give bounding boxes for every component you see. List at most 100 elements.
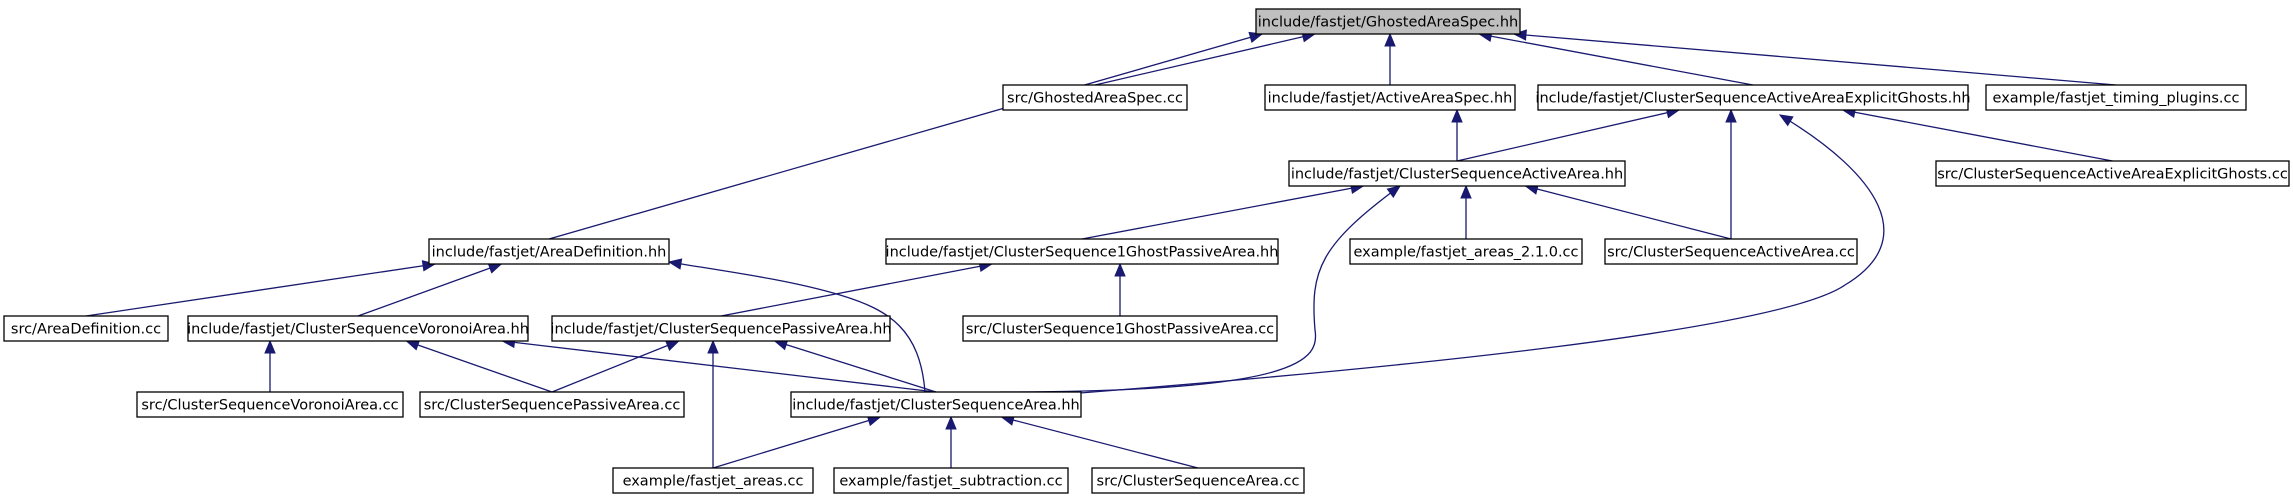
node-label: src/GhostedAreaSpec.cc (1007, 91, 1183, 107)
node-box (1091, 467, 1305, 494)
node-box (1537, 84, 1969, 111)
node-areadefinition-cc[interactable]: src/AreaDefinition.cc (3, 315, 169, 342)
node-label: include/fastjet/GhostedAreaSpec.hh (1258, 15, 1519, 31)
node-label: include/fastjet/ActiveAreaSpec.hh (1268, 91, 1513, 107)
edge-line (1513, 33, 2117, 86)
edges-layer (85, 29, 2117, 469)
node-areas-210-cc[interactable]: example/fastjet_areas_2.1.0.cc (1349, 238, 1583, 265)
node-label: include/fastjet/AreaDefinition.hh (432, 245, 667, 261)
node-csarea-hh[interactable]: include/fastjet/ClusterSequenceArea.hh (790, 391, 1082, 418)
node-ghostedareaspec-cc[interactable]: src/GhostedAreaSpec.cc (1002, 84, 1188, 111)
node-box (1985, 84, 2247, 111)
edge-line (720, 263, 992, 317)
edge-csaaeg-cc-to-csaaeg-hh (1841, 106, 2113, 162)
node-label: include/fastjet/ClusterSequenceActiveAre… (1291, 167, 1623, 183)
edge-arrowhead (405, 339, 421, 351)
edge-csarea-hh-to-csactivearea-hh (999, 185, 1402, 393)
node-cs1gpa-cc[interactable]: src/ClusterSequence1GhostPassiveArea.cc (962, 315, 1278, 342)
node-box (612, 467, 814, 494)
edge-line (1001, 416, 1199, 469)
edge-csarea-hh-to-areadefinition-hh (667, 258, 926, 393)
edge-cspassive-cc-to-csvoronoi-hh (405, 339, 553, 393)
node-box (3, 315, 169, 342)
edge-arrowhead (1386, 185, 1402, 199)
edge-line (1525, 185, 1732, 240)
node-label: include/fastjet/ClusterSequenceVoronoiAr… (187, 322, 529, 338)
node-box (551, 315, 891, 342)
node-csvoronoi-cc[interactable]: src/ClusterSequenceVoronoiArea.cc (136, 391, 404, 418)
edge-line (1094, 33, 1315, 86)
edge-arrowhead (1460, 184, 1472, 199)
edge-line (548, 33, 1263, 240)
edge-csvoronoi-cc-to-csvoronoi-hh (264, 339, 276, 392)
node-areadefinition-hh[interactable]: include/fastjet/AreaDefinition.hh (428, 238, 670, 265)
node-box (187, 315, 529, 342)
edge-arrowhead (667, 258, 683, 270)
edge-csarea-hh-to-cspassive-hh (773, 339, 937, 393)
edge-csaaeg-hh-to-ghostedareaspec-hh (1477, 30, 1754, 86)
node-box (1604, 238, 1858, 265)
node-label: src/ClusterSequenceArea.cc (1097, 474, 1300, 490)
node-label: include/fastjet/ClusterSequenceActiveAre… (1535, 91, 1970, 107)
node-timing-plugins-cc[interactable]: example/fastjet_timing_plugins.cc (1985, 84, 2247, 111)
node-box (419, 391, 685, 418)
node-label: src/ClusterSequenceActiveArea.cc (1607, 245, 1855, 261)
node-label: src/AreaDefinition.cc (11, 322, 161, 338)
node-csvoronoi-hh[interactable]: include/fastjet/ClusterSequenceVoronoiAr… (187, 315, 529, 342)
node-box (1935, 160, 2290, 187)
edge-areas-cc-to-csarea-hh (712, 415, 882, 469)
node-cspassive-cc[interactable]: src/ClusterSequencePassiveArea.cc (419, 391, 685, 418)
edge-line (1079, 114, 1885, 394)
edge-line (712, 416, 881, 469)
edge-line (1081, 185, 1364, 240)
edge-areadefinition-hh-to-ghostedareaspec-hh (548, 31, 1264, 240)
node-label: example/fastjet_subtraction.cc (839, 474, 1062, 490)
node-box (833, 467, 1069, 494)
node-box (1349, 238, 1583, 265)
node-label: src/ClusterSequence1GhostPassiveArea.cc (966, 322, 1274, 338)
edge-cs1gpa-hh-to-csactivearea-hh (1081, 182, 1365, 240)
edge-arrowhead (707, 339, 719, 354)
node-areas-cc[interactable]: example/fastjet_areas.cc (612, 467, 814, 494)
node-label: example/fastjet_areas.cc (623, 474, 804, 490)
edge-csarea-cc-to-csarea-hh (1000, 414, 1199, 469)
node-box (962, 315, 1278, 342)
edge-csarea-hh-to-csaaeg-hh (1079, 114, 1885, 394)
edge-ghostedareaspec-cc-to-ghostedareaspec-hh (1094, 31, 1317, 86)
node-csarea-cc[interactable]: src/ClusterSequenceArea.cc (1091, 467, 1305, 494)
edge-line (774, 340, 937, 393)
edge-arrowhead (1451, 108, 1463, 123)
edge-subtraction-cc-to-csarea-hh (945, 415, 957, 468)
edge-csactivearea-cc-to-csaaeg-hh (1725, 108, 1737, 239)
edge-activeareaspec-hh-to-ghostedareaspec-hh (1384, 32, 1396, 85)
node-csactivearea-cc[interactable]: src/ClusterSequenceActiveArea.cc (1604, 238, 1858, 265)
node-box (1288, 160, 1626, 187)
edge-csactivearea-cc-to-csactivearea-hh (1524, 183, 1732, 240)
node-box (1264, 84, 1516, 111)
node-ghostedareaspec-hh[interactable]: include/fastjet/GhostedAreaSpec.hh (1255, 8, 1521, 35)
node-csaaeg-cc[interactable]: src/ClusterSequenceActiveAreaExplicitGho… (1935, 160, 2290, 187)
edge-csarea-hh-to-csvoronoi-hh (501, 336, 937, 393)
node-label: src/ClusterSequencePassiveArea.cc (424, 398, 681, 414)
node-label: include/fastjet/ClusterSequencePassiveAr… (550, 322, 891, 338)
edge-line (357, 263, 502, 317)
edge-line (1479, 33, 1754, 86)
edge-arrowhead (1114, 262, 1126, 277)
node-csaaeg-hh[interactable]: include/fastjet/ClusterSequenceActiveAre… (1535, 84, 1971, 111)
edge-line (668, 261, 926, 393)
node-activeareaspec-hh[interactable]: include/fastjet/ActiveAreaSpec.hh (1264, 84, 1516, 111)
node-cspassive-hh[interactable]: include/fastjet/ClusterSequencePassiveAr… (550, 315, 892, 342)
edge-line (85, 263, 436, 317)
node-csactivearea-hh[interactable]: include/fastjet/ClusterSequenceActiveAre… (1288, 160, 1626, 187)
node-cs1gpa-hh[interactable]: include/fastjet/ClusterSequence1GhostPas… (885, 238, 1279, 265)
edge-csvoronoi-hh-to-areadefinition-hh (357, 262, 503, 317)
node-box (428, 238, 670, 265)
edge-arrowhead (264, 339, 276, 354)
node-subtraction-cc[interactable]: example/fastjet_subtraction.cc (833, 467, 1069, 494)
edge-arrowhead (665, 340, 680, 352)
node-label: example/fastjet_areas_2.1.0.cc (1354, 245, 1579, 261)
node-label: src/ClusterSequenceActiveAreaExplicitGho… (1937, 167, 2288, 183)
node-box (1255, 8, 1521, 35)
nodes-layer: include/fastjet/GhostedAreaSpec.hh src/Gh… (3, 8, 2290, 494)
edge-arrowhead (1384, 32, 1396, 47)
